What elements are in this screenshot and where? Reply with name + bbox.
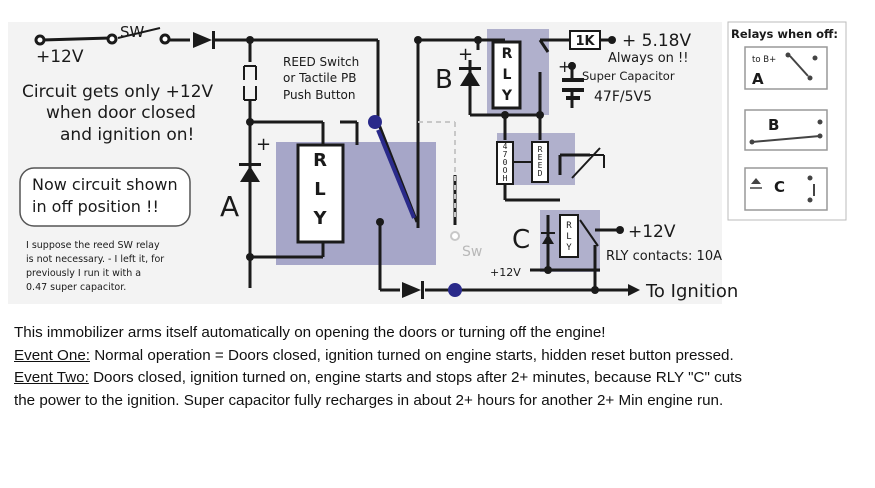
diode-ignition-icon xyxy=(402,281,424,299)
svg-text:L: L xyxy=(566,232,571,242)
suppose-4: 0.47 super capacitor. xyxy=(26,282,126,293)
svg-text:R: R xyxy=(502,46,513,62)
legend-a-label: A xyxy=(752,70,764,88)
diode-b-icon xyxy=(459,67,481,86)
notes-event-one: Event One: Normal operation = Doors clos… xyxy=(14,345,874,368)
svg-text:R: R xyxy=(538,145,543,154)
always-on-voltage: + 5.18V xyxy=(622,31,691,51)
supply-left-label: +12V xyxy=(36,47,84,67)
circuit-note-3: and ignition on! xyxy=(60,125,194,145)
plus-b: + xyxy=(458,44,473,65)
relay-a-coil-y: Y xyxy=(312,208,327,229)
always-on-note: Always on !! xyxy=(608,51,688,66)
now-shown-1: Now circuit shown xyxy=(32,175,178,194)
svg-text:D: D xyxy=(538,169,543,178)
svg-text:4: 4 xyxy=(503,142,508,151)
notes-line-last: the power to the ignition. Super capacit… xyxy=(14,391,724,409)
relay-a-coil-l: L xyxy=(314,179,325,200)
legend-b-label: B xyxy=(768,116,779,134)
reed-line-2: or Tactile PB xyxy=(283,71,356,85)
resistor-1k-label: 1K xyxy=(575,34,595,49)
svg-text:Y: Y xyxy=(566,243,572,253)
legend-title: Relays when off: xyxy=(731,27,838,41)
letter-b: B xyxy=(435,65,453,95)
now-shown-box xyxy=(19,167,191,227)
relay-a-coil-r: R xyxy=(313,150,327,171)
svg-text:0: 0 xyxy=(503,158,508,167)
plus-cap: + xyxy=(558,57,571,76)
notes-line-1: This immobilizer arms itself automatical… xyxy=(14,324,606,341)
svg-text:H: H xyxy=(503,174,508,183)
svg-text:R: R xyxy=(566,221,572,231)
reed-line-1: REED Switch xyxy=(283,55,359,69)
circuit-diagram: SW xyxy=(8,21,847,304)
event-one-text: Normal operation = Doors closed, ignitio… xyxy=(89,346,734,364)
svg-text:Y: Y xyxy=(501,88,513,104)
circuit-note-1: Circuit gets only +12V xyxy=(22,82,214,102)
event-two-label: Event Two: xyxy=(14,369,89,387)
relay-b-coil xyxy=(491,40,522,110)
legend-c-label: C xyxy=(774,178,785,196)
now-shown-2: in off position !! xyxy=(32,197,159,216)
sw-top-label: SW xyxy=(120,23,145,41)
relay-legend: Relays when off: to B+ A B C xyxy=(727,21,847,221)
c-bottom-supply-label: +12V xyxy=(490,266,521,279)
relay-c-coil xyxy=(559,214,579,258)
description-notes: This immobilizer arms itself automatical… xyxy=(14,322,874,412)
rly-contacts-label: RLY contacts: 10A xyxy=(606,249,722,264)
svg-text:O: O xyxy=(503,166,508,175)
reed-line-3: Push Button xyxy=(283,88,356,102)
circuit-note-2: when door closed xyxy=(46,103,196,123)
plus-a: + xyxy=(256,134,271,155)
resistor-1k xyxy=(569,30,601,50)
svg-text:L: L xyxy=(503,67,512,83)
diode-a-icon xyxy=(239,163,261,182)
event-two-text: Doors closed, ignition turned on, engine… xyxy=(88,369,742,387)
relay-a-coil xyxy=(296,143,345,244)
notes-event-two: Event Two: Doors closed, ignition turned… xyxy=(14,367,874,390)
to-ignition-label: To Ignition xyxy=(645,281,738,302)
letter-a: A xyxy=(220,190,239,223)
svg-text:E: E xyxy=(538,153,543,162)
suppose-3: previously I run it with a xyxy=(26,268,141,279)
arrow-right-icon xyxy=(600,284,640,296)
event-one-label: Event One: xyxy=(14,346,90,364)
legend-a-to: to B+ xyxy=(752,55,776,65)
sw-lower-label: Sw xyxy=(462,244,482,260)
super-cap-label: Super Capacitor xyxy=(582,69,675,83)
svg-text:E: E xyxy=(538,161,543,170)
suppose-2: is not necessary. - I left it, for xyxy=(26,254,164,265)
svg-text:7: 7 xyxy=(503,150,508,159)
reed-switch-icon xyxy=(243,65,257,101)
diode-c-icon xyxy=(541,232,555,244)
cap-value-label: 47F/5V5 xyxy=(594,89,652,105)
diode-top-icon xyxy=(193,31,215,49)
letter-c: C xyxy=(512,225,530,255)
c-supply-label: +12V xyxy=(628,222,676,242)
suppose-1: I suppose the reed SW relay xyxy=(26,240,160,251)
